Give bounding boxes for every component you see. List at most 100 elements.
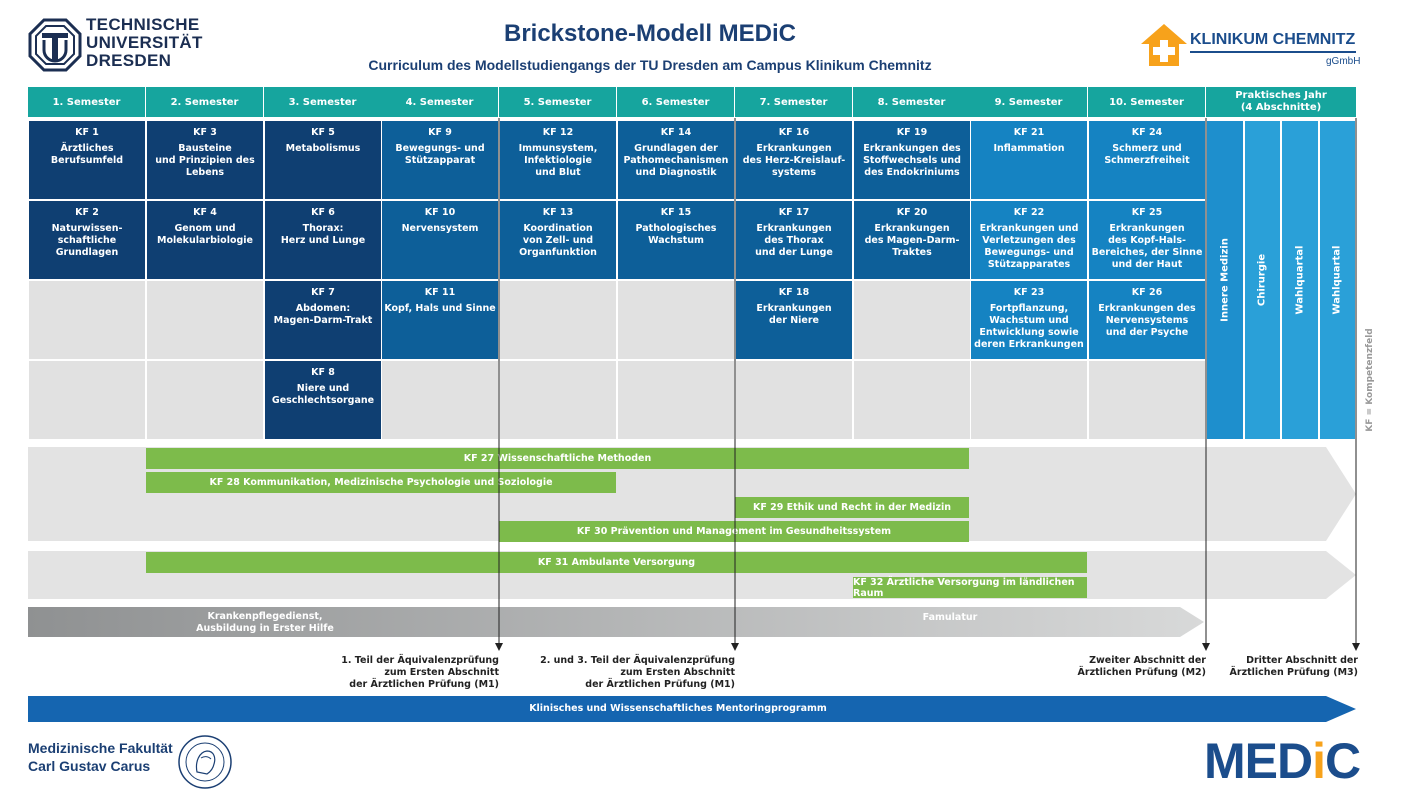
- empty-cell: [146, 360, 264, 440]
- empty-cell: [381, 360, 499, 440]
- kf-number: KF 2: [75, 207, 99, 218]
- empty-cell: [28, 360, 146, 440]
- medic-logo: MEDiC: [1204, 733, 1361, 789]
- kf-label-line: Wachstum: [648, 235, 704, 246]
- kf29-bar: KF 29 Ethik und Recht in der Medizin: [735, 497, 969, 518]
- kf-number: KF 7: [311, 287, 335, 298]
- semester-header-9: 9. Semester: [970, 87, 1088, 117]
- klinikum-underline: [1190, 51, 1356, 53]
- kf-label-line: systems: [771, 167, 817, 178]
- kf-label-line: und Diagnostik: [635, 167, 717, 178]
- kf27-bar: KF 27 Wissenschaftliche Methoden: [146, 448, 969, 469]
- pj-header-line2: (4 Abschnitte): [1240, 102, 1322, 113]
- kf-label-line: und der Lunge: [755, 247, 833, 258]
- kf-label-line: Erkrankungen: [756, 303, 832, 314]
- kf-label-line: von Zell- und: [522, 235, 594, 246]
- kf-label-line: Erkrankungen: [1109, 223, 1185, 234]
- kf-label-line: Erkrankungen: [756, 143, 832, 154]
- longitudinal-band-1: [28, 447, 1356, 541]
- kf-label-line: Grundlagen: [55, 247, 119, 258]
- kf-number: KF 9: [428, 127, 452, 138]
- kf-number: KF 22: [1013, 207, 1045, 218]
- kf-label-line: und Prinzipien des: [155, 155, 255, 166]
- kf-label-line: Herz und Lunge: [280, 235, 366, 246]
- kf-label-line: des Thorax: [764, 235, 824, 246]
- pj-header: Praktisches Jahr (4 Abschnitte): [1206, 87, 1356, 117]
- kf-label-line: Geschlechtsorgane: [271, 395, 375, 406]
- kf-label-line: schaftliche: [57, 235, 117, 246]
- kf-label-line: Lebens: [185, 167, 225, 178]
- kf-label-line: Entwicklung sowie: [979, 327, 1079, 338]
- kf-number: KF 4: [193, 207, 217, 218]
- famulatur-label: Famulatur: [922, 612, 978, 623]
- kf-label-line: Schmerzfreiheit: [1104, 155, 1190, 166]
- kf-label-line: Stoffwechsels und: [863, 155, 961, 166]
- kf-number: KF 6: [311, 207, 335, 218]
- kf-label-line: Berufsumfeld: [50, 155, 124, 166]
- kf-label-line: Inflammation: [993, 143, 1065, 154]
- semester-header-4: 4. Semester: [381, 87, 499, 117]
- kf-number: KF 1: [75, 127, 99, 138]
- kf-number: KF 10: [424, 207, 456, 218]
- kf-label-line: und der Haut: [1111, 259, 1183, 270]
- kf-label-line: Genom und: [174, 223, 236, 234]
- kf-label-line: Stützapparates: [987, 259, 1071, 270]
- kf-label-line: deren Erkrankungen: [974, 339, 1084, 350]
- empty-cell: [499, 280, 617, 360]
- semester-header-7: 7. Semester: [735, 87, 853, 117]
- pj-header-line1: Praktisches Jahr: [1235, 90, 1327, 101]
- kf-label-line: Metabolismus: [285, 143, 361, 154]
- kf-label-line: und der Psyche: [1105, 327, 1189, 338]
- semester-header-6: 6. Semester: [617, 87, 735, 117]
- kf-label-line: Bewegungs- und: [395, 143, 485, 154]
- empty-cell: [28, 280, 146, 360]
- practice-band: [28, 607, 1204, 637]
- carus-seal-icon: [177, 734, 233, 790]
- kf-label-line: Erkrankungen und: [979, 223, 1079, 234]
- kf-label-line: Erkrankungen des: [1098, 303, 1196, 314]
- kf-label-line: Nervensystem: [401, 223, 479, 234]
- practice-label: Krankenpflegedienst, Ausbildung in Erste…: [196, 611, 334, 634]
- kf32-bar: KF 32 Ärztliche Versorgung im ländlichen…: [853, 577, 1087, 599]
- tu-dresden-logo: [28, 18, 82, 72]
- kf-label-line: Molekularbiologie: [157, 235, 253, 246]
- klinikum-cross-icon: [1139, 22, 1189, 68]
- mentoring-label: Klinisches und Wissenschaftliches Mentor…: [529, 703, 827, 714]
- kf-label-line: Kopf, Hals und Sinne: [384, 303, 496, 314]
- kf-label-line: Bewegungs- und: [984, 247, 1074, 258]
- kf-label-line: und Blut: [535, 167, 581, 178]
- page-title: Brickstone-Modell MEDiC: [503, 20, 797, 47]
- kf-label-line: Fortpflanzung,: [989, 303, 1069, 314]
- kf-label-line: Infektiologie: [524, 155, 592, 166]
- kf-label-line: Stützapparat: [404, 155, 476, 166]
- kf-label-line: Magen-Darm-Trakt: [273, 315, 373, 326]
- empty-cell: [617, 360, 735, 440]
- kf-number: KF 3: [193, 127, 217, 138]
- kf-label-line: des Magen-Darm-: [864, 235, 960, 246]
- kf-label-line: Immunsystem,: [518, 143, 598, 154]
- exam-arrow-m1-part1-icon: [495, 643, 503, 651]
- kf-label-line: Nervensystems: [1105, 315, 1189, 326]
- semester-header-2: 2. Semester: [146, 87, 264, 117]
- kf-number: KF 18: [778, 287, 810, 298]
- kf-label-line: Naturwissen-: [51, 223, 123, 234]
